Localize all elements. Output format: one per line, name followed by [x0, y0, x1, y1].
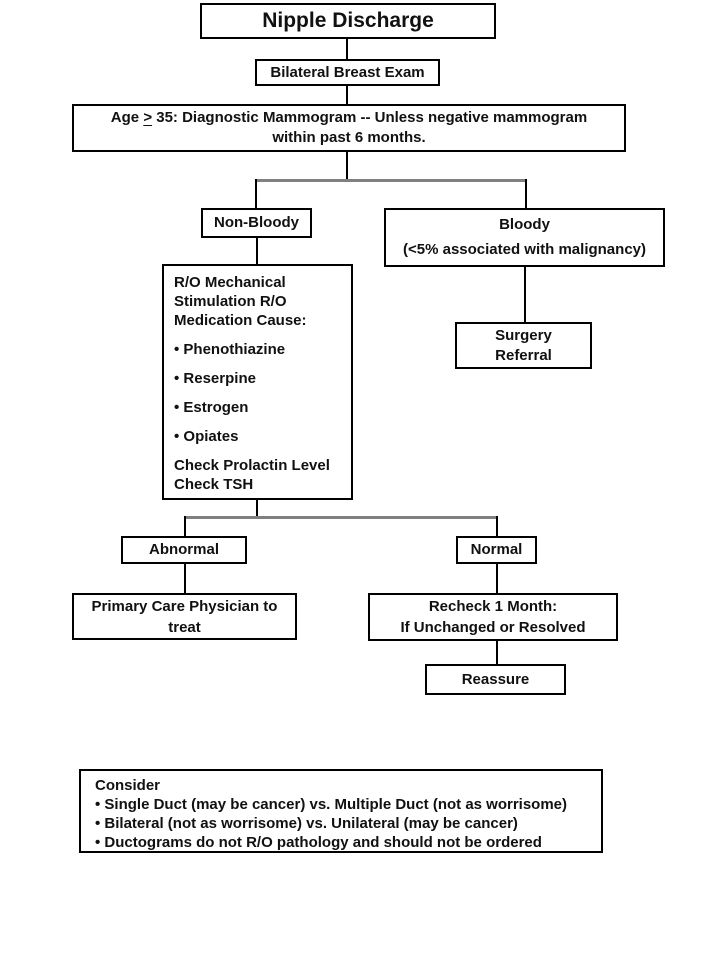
- workup-box: R/O Mechanical Stimulation R/O Medicatio…: [162, 264, 353, 500]
- non-bloody-label: Non-Bloody: [214, 214, 299, 231]
- age-rest: 35: Diagnostic Mammogram -- Unless negat…: [152, 109, 588, 126]
- surgery-referral-line1: Surgery: [495, 326, 552, 344]
- workup-heading-line: R/O Mechanical: [174, 274, 286, 291]
- bilateral-breast-exam-box: Bilateral Breast Exam: [255, 59, 440, 86]
- reassure-label: Reassure: [461, 670, 530, 688]
- workup-bullet-item: • Opiates: [174, 428, 239, 445]
- connector-abnormal-to-primary-care: [184, 564, 186, 593]
- normal-label: Normal: [470, 541, 523, 558]
- surgery-referral-box: Surgery Referral: [455, 322, 592, 369]
- workup-bullet-item: • Estrogen: [174, 399, 249, 416]
- connector-junction1-to-bloody: [525, 179, 527, 208]
- recheck-line1: Recheck 1 Month:: [428, 598, 558, 615]
- page-title: Nipple Discharge: [262, 9, 434, 32]
- consider-bullet: • Single Duct (may be cancer) vs. Multip…: [95, 796, 568, 813]
- consider-bullet: • Ductograms do not R/O pathology and sh…: [95, 834, 542, 851]
- title-box: Nipple Discharge: [200, 3, 496, 39]
- bloody-malignancy-note: (<5% associated with malignancy): [403, 241, 646, 258]
- workup-footer-line: Check Prolactin Level: [174, 457, 330, 474]
- reassure-box: Reassure: [425, 664, 566, 695]
- connector-title-to-bilateral: [346, 39, 348, 59]
- bloody-label: Bloody: [499, 216, 550, 233]
- normal-box: Normal: [456, 536, 537, 564]
- recheck-box: Recheck 1 Month: If Unchanged or Resolve…: [368, 593, 618, 641]
- age-mammogram-box: Age > 35: Diagnostic Mammogram -- Unless…: [72, 104, 626, 152]
- junction1-horizontal-line: [255, 179, 527, 182]
- primary-care-box: Primary Care Physician to treat: [72, 593, 297, 640]
- consider-box: Consider • Single Duct (may be cancer) v…: [79, 769, 603, 853]
- bilateral-breast-exam-label: Bilateral Breast Exam: [270, 63, 425, 81]
- bloody-box: Bloody (<5% associated with malignancy): [384, 208, 665, 267]
- workup-footer-line: Check TSH: [174, 476, 254, 493]
- connector-recheck-to-reassure: [496, 641, 498, 664]
- connector-junction1-to-non-bloody: [255, 179, 257, 208]
- surgery-referral-line2: Referral: [495, 346, 552, 364]
- connector-junction2-to-abnormal: [184, 516, 186, 536]
- workup-bullet-item: • Reserpine: [174, 370, 256, 387]
- connector-age-to-junction1: [346, 152, 348, 181]
- consider-heading: Consider: [95, 777, 161, 794]
- primary-care-line1: Primary Care Physician to: [91, 597, 278, 615]
- workup-bullet-item: • Phenothiazine: [174, 341, 286, 358]
- greater-equal-symbol: >: [143, 109, 153, 126]
- abnormal-label: Abnormal: [148, 541, 219, 558]
- primary-care-line2: treat: [168, 618, 201, 636]
- non-bloody-box: Non-Bloody: [201, 208, 312, 238]
- age-prefix: Age: [110, 109, 144, 126]
- junction2-horizontal-line: [184, 516, 498, 519]
- age-mammogram-line1: Age > 35: Diagnostic Mammogram -- Unless…: [111, 108, 587, 128]
- connector-non-bloody-to-workup: [256, 238, 258, 264]
- workup-heading-line: Medication Cause:: [174, 312, 307, 329]
- abnormal-box: Abnormal: [121, 536, 247, 564]
- connector-workup-to-junction2: [256, 500, 258, 518]
- connector-bloody-to-surgery: [524, 267, 526, 322]
- connector-bilateral-to-age: [346, 86, 348, 104]
- connector-junction2-to-normal: [496, 516, 498, 536]
- connector-normal-to-recheck: [496, 564, 498, 593]
- age-mammogram-line2: within past 6 months.: [272, 129, 426, 146]
- consider-bullet: • Bilateral (not as worrisome) vs. Unila…: [95, 815, 518, 832]
- workup-heading-line: Stimulation R/O: [174, 293, 287, 310]
- recheck-line2: If Unchanged or Resolved: [400, 619, 586, 636]
